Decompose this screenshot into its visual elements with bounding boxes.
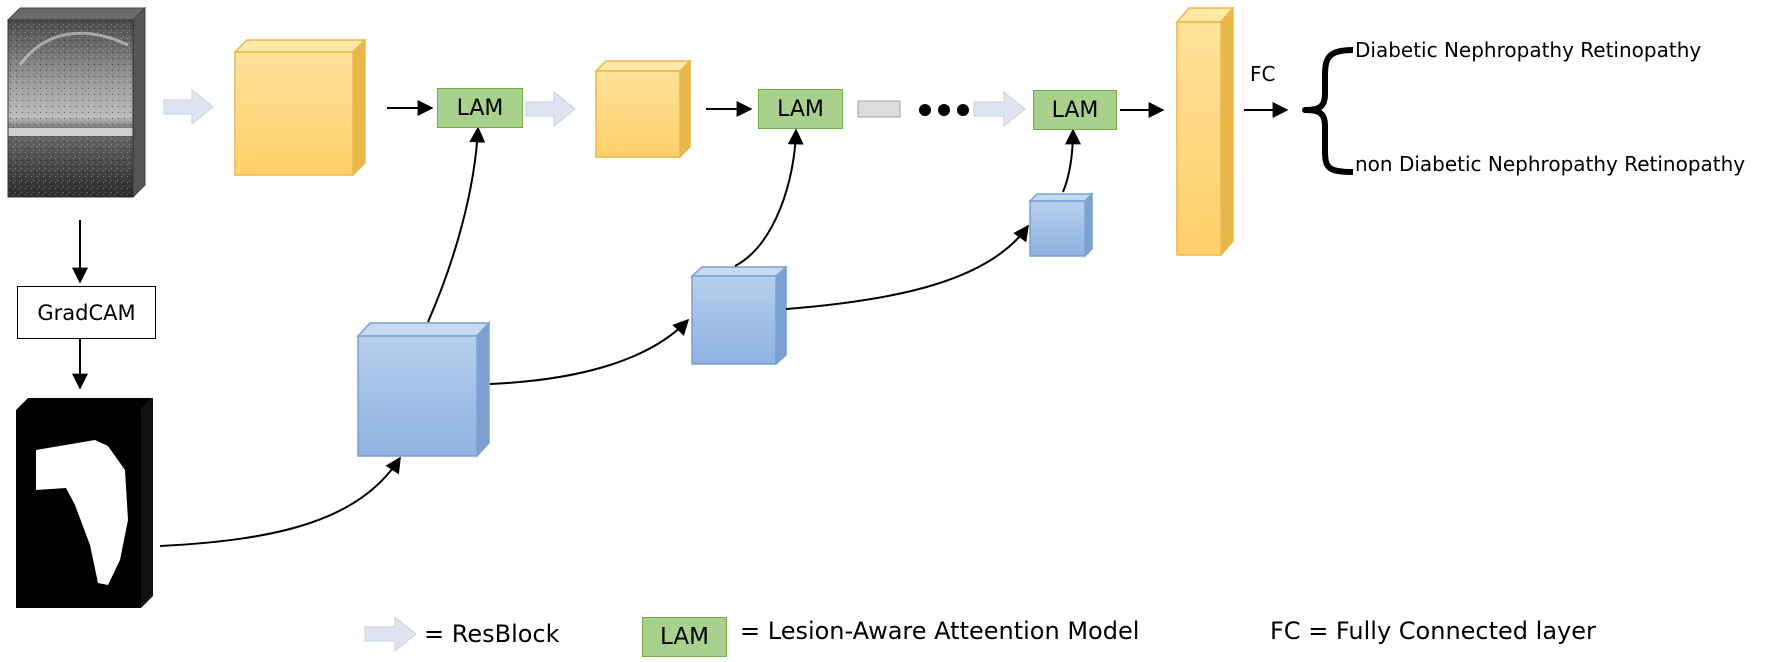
legend-fc: FC = Fully Connected layer — [1270, 617, 1596, 645]
feature-map-final — [1175, 5, 1235, 258]
feature-map-1 — [233, 38, 367, 177]
resblock-arrow-1 — [163, 88, 214, 126]
arrow-mask2-to-mask3 — [785, 224, 1029, 310]
resblock-arrow-3 — [973, 90, 1026, 128]
oct-input-image — [6, 6, 147, 199]
legend-resblock: = ResBlock — [424, 620, 560, 648]
mask-feature-map-1 — [356, 321, 491, 458]
arrow-mask1-to-lam1 — [427, 126, 486, 323]
arrow-mask2-to-lam2 — [734, 128, 804, 267]
gradcam-block: GradCAM — [17, 286, 156, 339]
feature-map-2 — [594, 59, 692, 159]
lesion-mask-image — [16, 398, 153, 608]
resblock-arrow-2 — [525, 90, 576, 128]
output-class-positive: Diabetic Nephropathy Retinopathy — [1355, 38, 1702, 62]
lam-label: LAM — [1051, 97, 1099, 123]
output-class-negative: non Diabetic Nephropathy Retinopathy — [1355, 152, 1746, 176]
ellipsis-dot — [919, 104, 931, 116]
resblock-gray-bar — [857, 100, 901, 118]
lam-label: LAM — [456, 95, 504, 121]
lam-label: LAM — [777, 96, 824, 122]
gradcam-label: GradCAM — [37, 300, 136, 325]
output-brace — [1302, 47, 1354, 175]
mask-feature-map-2 — [690, 265, 788, 366]
lam-block-2: LAM — [758, 89, 843, 129]
arrow-mask3-to-lam3 — [1062, 128, 1081, 193]
fc-label: FC — [1250, 62, 1276, 86]
legend-lam-key: LAM — [660, 624, 709, 650]
lam-block-1: LAM — [437, 88, 523, 128]
legend-lam: = Lesion-Aware Atteention Model — [740, 617, 1140, 645]
legend-lam-swatch: LAM — [642, 617, 727, 657]
ellipsis-dot — [957, 104, 969, 116]
arrow-mask-image-to-mask1 — [159, 456, 401, 547]
resblock-arrow-legend — [364, 615, 417, 653]
ellipsis-dot — [938, 104, 950, 116]
arrow-mask1-to-mask2 — [489, 318, 690, 385]
lam-block-3: LAM — [1033, 90, 1117, 130]
mask-feature-map-3 — [1028, 192, 1094, 258]
